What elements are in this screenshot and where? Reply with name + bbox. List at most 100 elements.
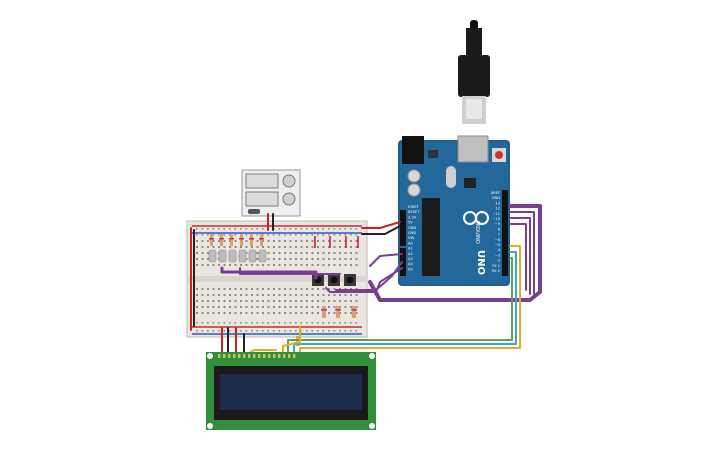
led [238,249,247,263]
hole [328,322,330,324]
hole [234,228,237,230]
resistor [210,234,213,246]
hole [295,246,297,248]
hole [196,258,198,260]
hole [306,234,308,236]
hole [355,306,358,308]
hole [256,228,259,230]
hole [234,234,237,236]
resistor [250,234,253,246]
hole [262,330,264,332]
hole [344,330,347,332]
hole [322,228,325,230]
hole [306,322,308,324]
hole [289,306,292,308]
lcd-pin [228,354,231,358]
header-pin-label: GND [408,226,416,230]
digital-pin-label: 7 [498,233,500,237]
header-pin-label: A5 [408,267,413,271]
hole [245,234,248,236]
hole [300,258,303,260]
hole [267,264,270,266]
hole [196,294,198,296]
hole [201,240,204,242]
resistor-band [321,309,327,311]
digital-pin-label: ~3 [495,253,500,257]
hole [273,288,275,290]
hole [262,312,264,314]
hole [207,288,209,290]
hole [267,300,270,302]
digital-pin-label: 8 [498,227,501,231]
hole [273,294,275,296]
hole [355,228,358,230]
hole [267,330,270,332]
hole [339,322,341,324]
lcd-pin-header [218,354,296,358]
hole [339,264,341,266]
hole [284,258,286,260]
hole [278,252,281,254]
hole [350,234,352,236]
hole [317,252,319,254]
hole [234,306,237,308]
hole [256,246,259,248]
hole [196,330,198,332]
hole [333,330,336,332]
hole [234,322,237,324]
hole [328,312,330,314]
digital-pin-label: 2 [498,259,500,263]
hole [207,300,209,302]
led [218,249,227,263]
hole [223,264,226,266]
hole [339,252,341,254]
hole [355,258,358,260]
hole [355,300,358,302]
hole [328,228,330,230]
led [258,249,267,263]
hole [273,246,275,248]
hole [256,330,259,332]
hole [218,246,220,248]
hole [350,312,352,314]
hole [289,228,292,230]
lcd-pin [278,354,281,358]
resistor [230,234,233,246]
hole [350,246,352,248]
hole [240,300,242,302]
hole [317,294,319,296]
hole [350,258,352,260]
hole [317,246,319,248]
hole [300,288,303,290]
hole [218,330,220,332]
header-pin-label: RESET [408,210,420,214]
hole [339,330,341,332]
hole [278,246,281,248]
hole [267,246,270,248]
hole [262,228,264,230]
hole [306,258,308,260]
hole [223,312,226,314]
hole [245,258,248,260]
hole [218,322,220,324]
hole [256,258,259,260]
hole [339,234,341,236]
hole [267,252,270,254]
hole [317,258,319,260]
hole [328,330,330,332]
hole [273,252,275,254]
hole [278,322,281,324]
hole [344,294,347,296]
hole [212,322,215,324]
digital-pin-label: ~9 [495,222,501,226]
hole [333,228,336,230]
hole [311,252,314,254]
hole [273,264,275,266]
hole [212,312,215,314]
hole [218,288,220,290]
hole [207,312,209,314]
hole [201,264,204,266]
hole [245,330,248,332]
hole [267,306,270,308]
